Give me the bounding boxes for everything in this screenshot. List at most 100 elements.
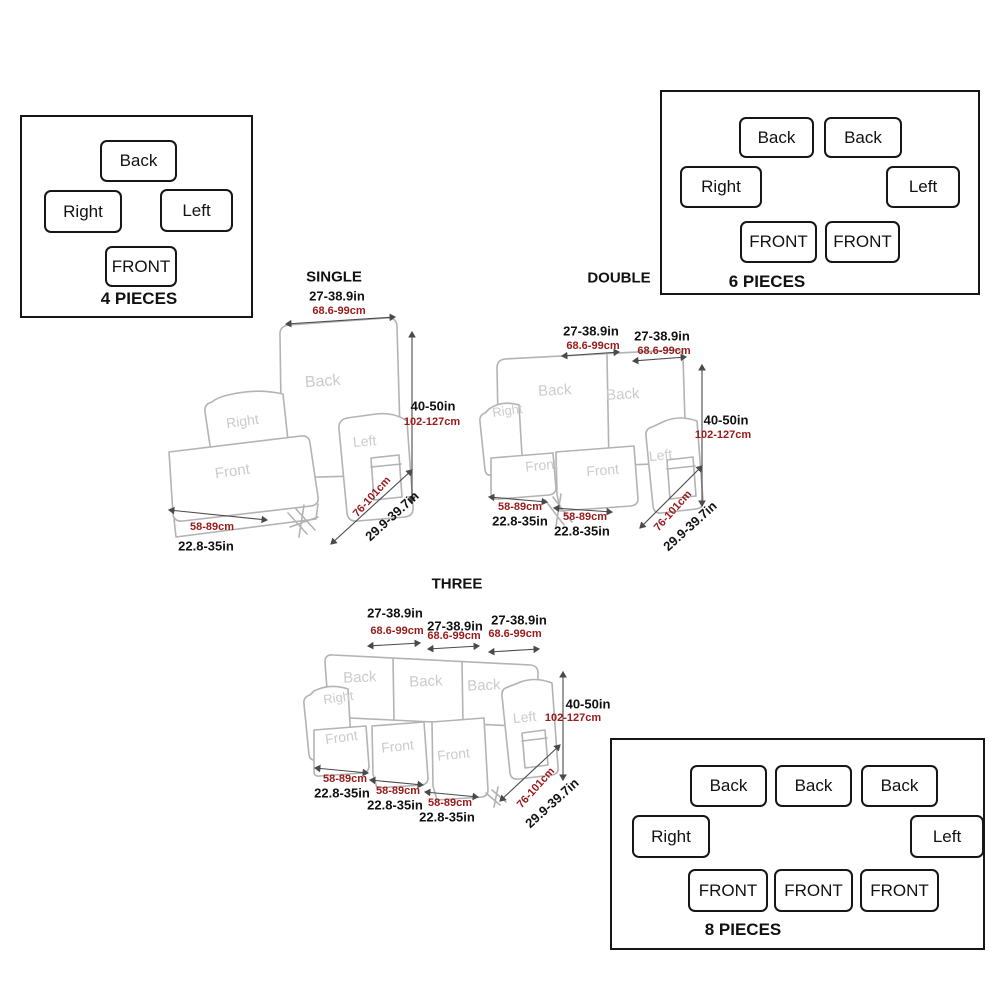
- double-front-watermark: Front: [586, 461, 620, 480]
- three-width-cm-2: 68.6-99cm: [427, 630, 481, 642]
- piece-front: FRONT: [740, 221, 817, 263]
- three-height-cm: 102-127cm: [544, 712, 602, 724]
- single-seat-arrow: [167, 506, 269, 524]
- three-front-watermark: Front: [324, 727, 359, 747]
- three-front-watermark: Front: [436, 744, 470, 763]
- piece-front: FRONT: [860, 869, 939, 912]
- double-width-arrow-2: [631, 353, 688, 365]
- three-seat-cm-2: 58-89cm: [375, 785, 421, 797]
- three-seat-arrow-3: [423, 788, 480, 801]
- three-mechanism: [485, 786, 507, 808]
- piece-front: FRONT: [825, 221, 900, 263]
- three-width-arrow-3: [487, 645, 541, 656]
- double-width-cm-2: 68.6-99cm: [637, 345, 691, 357]
- double-back-watermark: Back: [538, 381, 573, 400]
- three-pocket-flap: [521, 737, 548, 742]
- pieces-count-8: 8 PIECES: [704, 920, 782, 939]
- piece-back: Back: [100, 140, 177, 182]
- three-back-seam-1: [392, 657, 395, 721]
- piece-right: Right: [680, 166, 762, 208]
- single-left-watermark: Left: [352, 432, 377, 450]
- double-seat-arrow-1: [487, 493, 549, 506]
- piece-back: Back: [775, 765, 852, 807]
- piece-back: Back: [690, 765, 767, 807]
- piece-right: Right: [632, 815, 710, 858]
- single-seat-in: 22.8-35in: [178, 538, 234, 554]
- piece-left: Left: [910, 815, 984, 858]
- three-side-pocket: [521, 729, 549, 769]
- double-width-arrow-1: [560, 348, 621, 360]
- three-backrest: [324, 654, 539, 728]
- pieces-count-4: 4 PIECES: [100, 289, 178, 308]
- piece-right: Right: [44, 190, 122, 233]
- three-recliner-sketch: Back Back Back Right Front Front Front L…: [303, 639, 567, 808]
- single-seat-cm: 58-89cm: [189, 521, 235, 533]
- piece-front: FRONT: [774, 869, 853, 912]
- three-seat-in-1: 22.8-35in: [314, 785, 370, 801]
- three-seat-front-2: [371, 721, 429, 789]
- single-height-in: 40-50in: [410, 398, 456, 414]
- piece-back: Back: [861, 765, 938, 807]
- pieces-box-4: Back Right Left FRONT 4 PIECES: [20, 115, 253, 318]
- three-back-watermark: Back: [409, 672, 443, 690]
- double-back-seam: [606, 354, 610, 465]
- three-width-in-2: 27-38.9in: [427, 618, 483, 634]
- three-seat-in-3: 22.8-35in: [419, 809, 475, 825]
- three-left-watermark: Left: [512, 708, 537, 726]
- single-front-watermark: Front: [214, 461, 252, 483]
- double-height-cm: 102-127cm: [694, 429, 752, 441]
- pieces-box-8: Back Back Back Right Left FRONT FRONT FR…: [610, 738, 985, 950]
- double-depth-arrow: [639, 465, 703, 529]
- three-back-watermark: Back: [343, 668, 377, 686]
- pieces-count-6: 6 PIECES: [728, 272, 806, 291]
- three-width-cm-1: 68.6-99cm: [370, 625, 424, 637]
- single-footrest-edge: [173, 503, 319, 538]
- single-width-in: 27-38.9in: [309, 288, 365, 304]
- three-seat-arrow-2: [368, 776, 425, 789]
- piece-back: Back: [824, 117, 902, 158]
- three-back-watermark: Back: [467, 676, 501, 694]
- three-back-seam-2: [461, 661, 464, 725]
- double-width-in-2: 27-38.9in: [634, 328, 690, 344]
- three-width-arrow-2: [426, 642, 481, 653]
- double-seat-in-2: 22.8-35in: [554, 523, 610, 539]
- double-seat-cm-2: 58-89cm: [562, 511, 608, 523]
- double-back-watermark: Back: [606, 385, 641, 404]
- single-recliner-sketch: Back Right Left Front: [167, 313, 416, 545]
- three-width-in-3: 27-38.9in: [491, 612, 547, 628]
- piece-front: FRONT: [105, 246, 177, 287]
- three-right-watermark: Right: [322, 688, 355, 707]
- double-recliner-sketch: Back Back Right Front Front Left: [479, 348, 706, 529]
- single-pocket-flap: [370, 463, 402, 468]
- pieces-box-6: Back Back Right Left FRONT FRONT 6 PIECE…: [660, 90, 980, 295]
- three-front-watermark: Front: [380, 736, 414, 755]
- double-seat-in-1: 22.8-35in: [492, 513, 548, 529]
- three-width-cm-3: 68.6-99cm: [488, 628, 542, 640]
- three-seat-arrow-1: [313, 764, 370, 777]
- double-title: DOUBLE: [587, 269, 651, 287]
- piece-left: Left: [160, 189, 233, 232]
- three-seat-cm-3: 58-89cm: [427, 797, 473, 809]
- double-seat-cm-1: 58-89cm: [497, 501, 543, 513]
- three-depth-arrow: [499, 744, 561, 802]
- piece-front: FRONT: [688, 869, 768, 912]
- double-seat-arrow-2: [552, 504, 614, 516]
- double-front-watermark: Front: [524, 455, 558, 474]
- piece-back: Back: [739, 117, 814, 158]
- double-right-watermark: Right: [491, 401, 524, 420]
- single-back-watermark: Back: [304, 372, 342, 392]
- piece-left: Left: [886, 166, 960, 208]
- single-right-watermark: Right: [225, 411, 260, 431]
- three-height-in: 40-50in: [565, 696, 611, 712]
- three-width-arrow-1: [366, 639, 422, 650]
- double-width-in-1: 27-38.9in: [563, 323, 619, 339]
- double-width-cm-1: 68.6-99cm: [566, 340, 620, 352]
- three-seat-cm-1: 58-89cm: [322, 773, 368, 785]
- single-title: SINGLE: [306, 268, 362, 286]
- single-height-cm: 102-127cm: [403, 416, 461, 428]
- three-seat-in-2: 22.8-35in: [367, 797, 423, 813]
- single-width-arrow: [284, 313, 397, 328]
- three-width-in-1: 27-38.9in: [367, 605, 423, 621]
- double-height-in: 40-50in: [703, 412, 749, 428]
